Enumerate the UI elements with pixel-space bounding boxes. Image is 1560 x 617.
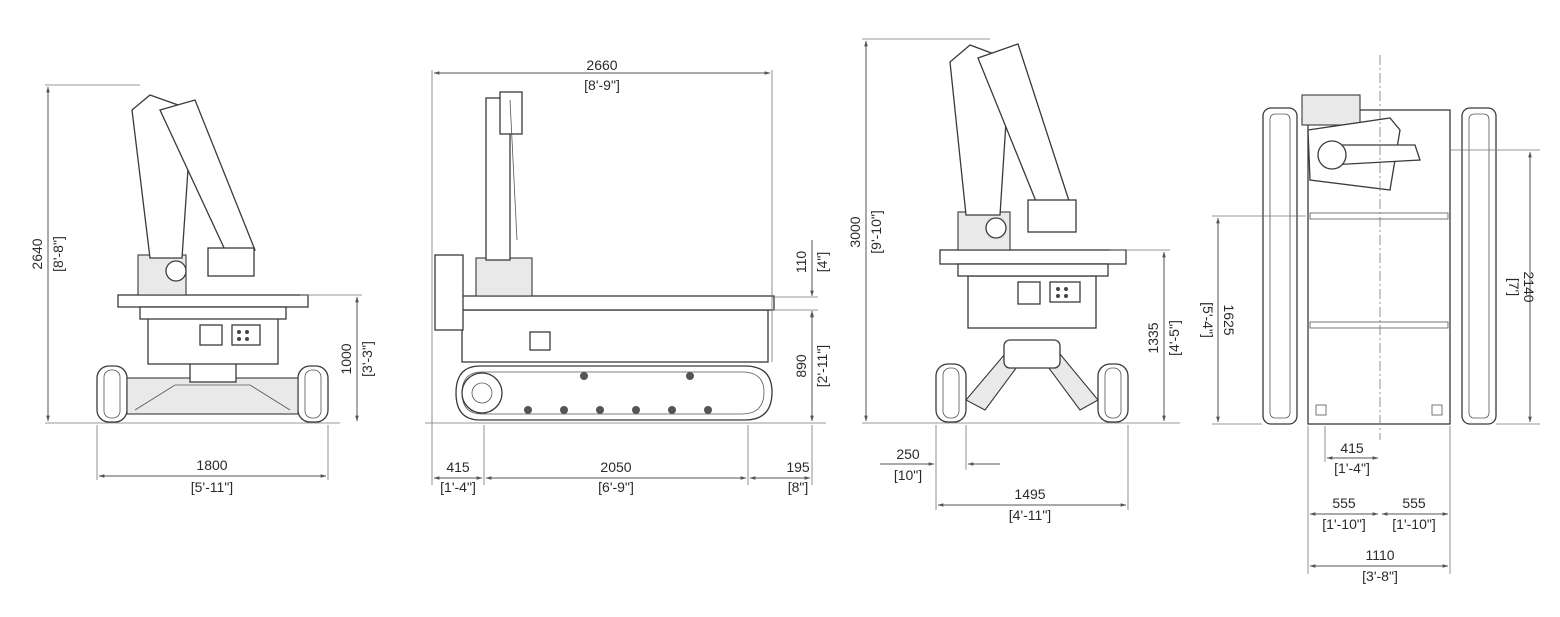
rear-width-mm: 1800 [196,457,227,473]
side-view [425,91,826,424]
front-deck-mm: 1335 [1145,322,1161,353]
rear-height-ft: [8'-8"] [50,236,66,272]
front-width-ft: [4'-11"] [1009,507,1051,523]
side-deck-mm: 890 [793,354,809,378]
top-width-ft: [3'-8"] [1362,568,1398,584]
top-inner-mm: 1625 [1221,304,1237,335]
front-dimensions: 3000 [9'-10"] 1335 [4'-5"] 250 [10"] 149… [847,38,1182,523]
rear-dimensions: 2640 [8'-8"] 1000 [3'-3"] 1800 [5'-11"] [29,84,375,495]
rear-view [45,94,340,424]
front-clear-mm: 250 [896,446,920,462]
top-offset-mm: 415 [1340,440,1364,456]
front-height-ft: [9'-10"] [868,210,884,253]
side-top-ft: [4"] [814,252,830,273]
top-view [1262,55,1497,440]
top-length-mm: 2140 [1521,271,1537,302]
top-half-right-mm: 555 [1402,495,1426,511]
side-front-ft: [1'-4"] [440,479,476,495]
top-half-left-mm: 555 [1332,495,1356,511]
front-clear-ft: [10"] [894,467,922,483]
top-length-ft: [7'] [1506,278,1522,296]
side-dimensions: 2660 [8'-9"] 110 [4"] 890 [2'-11"] 415 [… [431,57,830,495]
side-track-ft: [6'-9"] [598,479,634,495]
rear-height-mm: 2640 [29,238,45,269]
rear-deck-ft: [3'-3"] [359,341,375,377]
side-length-ft: [8'-9"] [584,77,620,93]
top-width-mm: 1110 [1365,547,1394,563]
side-length-mm: 2660 [586,57,617,73]
top-offset-ft: [1'-4"] [1334,460,1370,476]
top-half-left-ft: [1'-10"] [1322,516,1365,532]
top-inner-ft: [5'-4"] [1200,302,1216,338]
front-height-mm: 3000 [847,216,863,247]
front-view [862,43,1180,424]
side-track-mm: 2050 [600,459,631,475]
top-half-right-ft: [1'-10"] [1392,516,1435,532]
side-rear-ft: [8"] [788,479,809,495]
rear-deck-mm: 1000 [338,343,354,374]
side-top-mm: 110 [793,251,809,274]
side-deck-ft: [2'-11"] [814,345,830,387]
side-rear-mm: 195 [786,459,810,475]
front-width-mm: 1495 [1014,486,1045,502]
side-front-mm: 415 [446,459,470,475]
front-deck-ft: [4'-5"] [1166,320,1182,356]
top-dimensions: 2140 [7'] 1625 [5'-4"] 415 [1'-4"] 555 [… [1200,149,1540,584]
rear-width-ft: [5'-11"] [191,479,233,495]
